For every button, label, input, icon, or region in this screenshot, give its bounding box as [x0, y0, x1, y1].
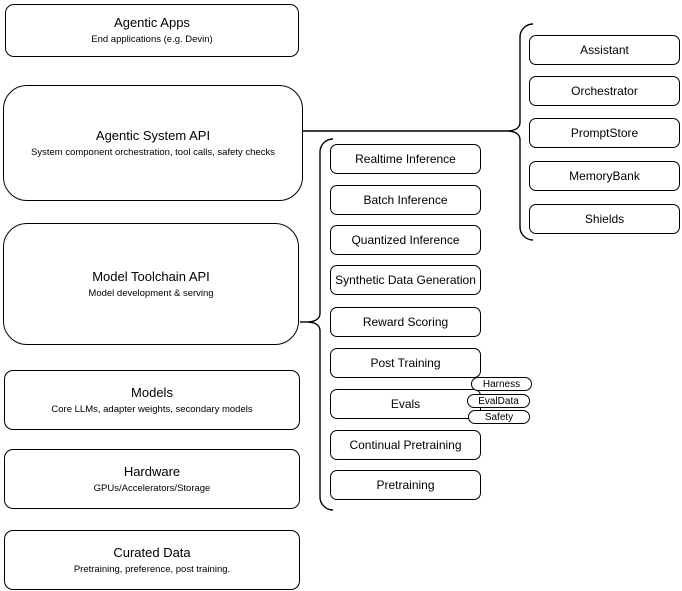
node-subtitle: Pretraining, preference, post training.: [73, 563, 231, 575]
eval-tag-evaldata: EvalData: [467, 394, 530, 408]
node-agentic-apps: Agentic Apps End applications (e.g. Devi…: [5, 4, 299, 57]
node-post-training: Post Training: [330, 348, 481, 378]
node-hardware: Hardware GPUs/Accelerators/Storage: [4, 449, 300, 509]
node-title: Models: [131, 384, 173, 400]
node-curated-data: Curated Data Pretraining, preference, po…: [4, 530, 300, 590]
node-batch-inference: Batch Inference: [330, 185, 481, 215]
node-continual-pretraining: Continual Pretraining: [330, 430, 481, 460]
node-models: Models Core LLMs, adapter weights, secon…: [4, 370, 300, 430]
node-title: Agentic Apps: [114, 15, 190, 30]
node-pretraining: Pretraining: [330, 470, 481, 500]
node-subtitle: Core LLMs, adapter weights, secondary mo…: [51, 403, 253, 415]
node-title: Agentic System API: [95, 127, 211, 143]
node-model-toolchain-api: Model Toolchain API Model development & …: [3, 223, 299, 345]
node-realtime-inference: Realtime Inference: [330, 144, 481, 174]
node-subtitle: System component orchestration, tool cal…: [31, 146, 275, 158]
node-synthetic-data-generation: Synthetic Data Generation: [330, 265, 481, 295]
node-reward-scoring: Reward Scoring: [330, 307, 481, 337]
node-subtitle: End applications (e.g. Devin): [91, 34, 213, 45]
eval-tag-safety: Safety: [468, 410, 530, 424]
node-promptstore: PromptStore: [529, 118, 680, 148]
node-assistant: Assistant: [529, 35, 680, 65]
node-shields: Shields: [529, 204, 680, 234]
node-agentic-system-api: Agentic System API System component orch…: [3, 85, 303, 201]
node-title: Model Toolchain API: [92, 268, 210, 284]
node-subtitle: Model development & serving: [88, 287, 214, 299]
node-title: Hardware: [123, 463, 181, 479]
node-subtitle: GPUs/Accelerators/Storage: [93, 482, 211, 494]
node-quantized-inference: Quantized Inference: [330, 225, 481, 255]
node-evals: Evals: [330, 389, 481, 419]
node-orchestrator: Orchestrator: [529, 76, 680, 106]
eval-tag-harness: Harness: [471, 377, 532, 391]
node-memorybank: MemoryBank: [529, 161, 680, 191]
node-title: Curated Data: [113, 544, 191, 560]
